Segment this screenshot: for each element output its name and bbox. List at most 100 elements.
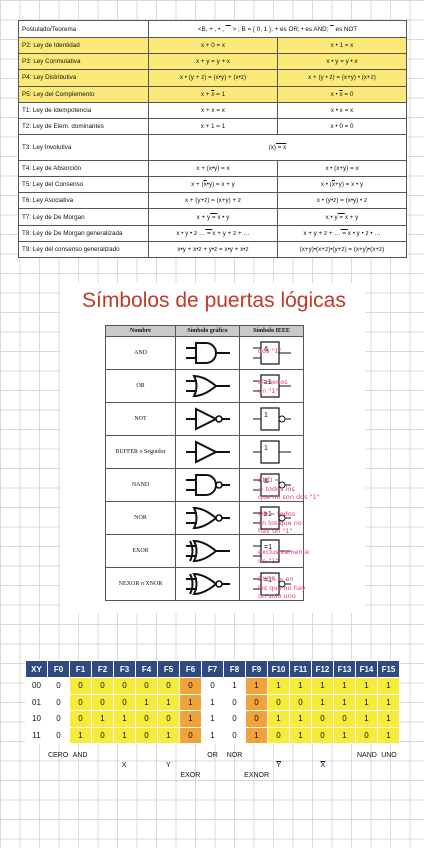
truth-cell: 0: [69, 677, 92, 695]
truth-cell: 1: [311, 693, 334, 711]
truth-input: 11: [25, 726, 48, 744]
gate-name: NEXOR o XNOR: [105, 567, 176, 601]
law-expression-or: x + (x•y) = x + y: [148, 176, 278, 194]
truth-cell: 0: [223, 693, 246, 711]
header-f10: F10: [267, 660, 290, 678]
truth-input: 10: [25, 710, 48, 728]
truth-cell: 0: [135, 677, 158, 695]
header-f13: F13: [333, 660, 356, 678]
note-or: al menos un "1": [258, 378, 288, 395]
ieee-gate-symbol: ≥1: [252, 506, 291, 530]
truth-cell: 0: [47, 726, 70, 744]
gate-row: NEXOR o XNOR =1: [105, 567, 304, 601]
truth-cell: 0: [201, 677, 224, 695]
boolean-algebra-table: Postulado/Teorema <B, + , • , > ; B = { …: [18, 20, 407, 259]
header-f4: F4: [135, 660, 158, 678]
header-f2: F2: [91, 660, 114, 678]
header-f9: F9: [245, 660, 268, 678]
expr-part: •y) = x + y: [206, 181, 235, 189]
expr-part: =: [205, 229, 213, 237]
truth-cell: 1: [333, 693, 356, 711]
truth-cell: 0: [113, 693, 136, 711]
truth-cell: 1: [377, 726, 400, 744]
gate-ieee-cell: 1: [239, 435, 304, 469]
truth-cell: 1: [245, 726, 268, 744]
col-simbolo-ieee: Símbolo IEEE: [239, 325, 304, 337]
expr-part: = 0: [342, 90, 354, 98]
law-expression-or: x•y + x•z + y•z = x•y + x•z: [148, 240, 278, 259]
truth-cell: 0: [47, 693, 70, 711]
ieee-gate-symbol: =1: [252, 572, 291, 596]
law-row: T3: Ley Involutiva(x) = x: [18, 134, 407, 161]
truth-cell: 1: [135, 693, 158, 711]
expr-part: x: [211, 90, 215, 98]
not-gate-symbol: [185, 407, 230, 431]
truth-cell: 1: [355, 710, 378, 728]
truth-cell: 1: [289, 726, 312, 744]
law-name: T4: Ley de Absorción: [18, 159, 149, 178]
law-expression-and: x • x = 0: [277, 85, 407, 103]
truth-cell: 1: [377, 677, 400, 695]
truth-cell: 0: [333, 710, 356, 728]
truth-cell: 0: [91, 726, 114, 744]
truth-cell: 0: [91, 693, 114, 711]
gate-row: NAND&: [105, 468, 304, 502]
gates-table: Nombre Símbolo gráfico Símbolo IEEE AND&…: [105, 325, 304, 601]
truth-cell: 0: [245, 693, 268, 711]
truth-cell: 0: [267, 693, 290, 711]
law-name: P5: Ley del Complemento: [18, 85, 149, 103]
truth-cell: 0: [267, 726, 290, 744]
truth-cell: 1: [267, 710, 290, 728]
expr-part: x +: [200, 90, 212, 98]
law-expression-and: (x+y)•(x+z)•(y+z) = (x+y)•(x+z): [277, 240, 407, 259]
header-f3: F3: [113, 660, 136, 678]
expr-part: x • y: [217, 213, 230, 221]
law-name: T3: Ley Involutiva: [18, 134, 149, 161]
law-expression-and: x • x = x: [277, 101, 407, 119]
gate-graphic-cell: [175, 534, 240, 568]
note-xnor: EXOR = en los que no hay un solo uno: [258, 575, 306, 600]
expr-part: (x): [268, 143, 276, 151]
truth-cell: 0: [289, 693, 312, 711]
ieee-symbol-label: 1: [264, 412, 268, 419]
header-f15: F15: [377, 660, 400, 678]
truth-cell: 1: [289, 677, 312, 695]
law-expression-and: x • y = x + y: [277, 208, 407, 226]
truth-cell: 0: [113, 677, 136, 695]
expr-part: x • (: [320, 181, 332, 189]
header-description: <B, + , • , > ; B = { 0, 1 }; + es OR; •…: [148, 20, 407, 38]
truth-cell: 0: [69, 693, 92, 711]
gate-row: EXOR=1: [105, 534, 304, 568]
truth-cell: 1: [289, 710, 312, 728]
ieee-gate-symbol: &: [252, 473, 291, 497]
law-name: P4: Ley Distributiva: [18, 69, 149, 87]
gate-graphic-cell: [175, 336, 240, 370]
expr-part: x + y + z + …: [303, 229, 341, 237]
function-label: Y: [166, 762, 171, 769]
expr-part: =: [210, 213, 218, 221]
header-f6: F6: [179, 660, 202, 678]
truth-cell: 0: [179, 677, 202, 695]
gate-name: BUFFER o Seguidor: [105, 435, 176, 469]
truth-cell: 1: [333, 677, 356, 695]
truth-cell: 0: [47, 677, 70, 695]
law-expression-or: x + x = 1: [148, 85, 278, 103]
truth-cell: 0: [47, 710, 70, 728]
function-label: NOR: [226, 752, 243, 759]
truth-cell: 1: [201, 726, 224, 744]
desc-part: > ; B = { 0, 1 }; + es OR; • es AND;: [230, 25, 331, 33]
truth-cell: 1: [179, 710, 202, 728]
note-and: dos "1": [258, 347, 282, 355]
gate-graphic-cell: [175, 369, 240, 403]
law-expression-and: x • (y•z) = (x•y) • z: [277, 192, 407, 210]
gate-graphic-cell: [175, 567, 240, 601]
